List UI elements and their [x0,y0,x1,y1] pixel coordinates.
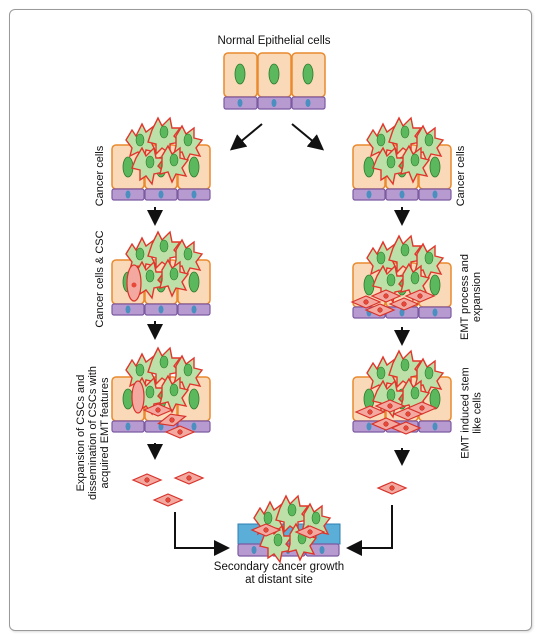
left-stage-2-cancer-cells-csc [111,231,211,316]
left-disseminated-cells [132,471,204,507]
secondary-cancer-growth [237,495,341,563]
left-stage-1-cancer-cells [111,117,211,201]
right-disseminated-cells [377,481,407,495]
left-stage-3-expansion-csc [111,347,211,439]
arrow-split-right [291,123,325,151]
right-stage-1-cancer-cells [352,117,452,201]
right-label-cancer-cells: Cancer cells [455,145,467,207]
normal-epithelial-title: Normal Epithelial cells [217,35,331,47]
left-label-cancer-cells: Cancer cells [94,145,106,207]
right-stage-2-emt-expansion [351,235,452,319]
right-label-emt-process: EMT process and expansion [459,254,483,341]
arrow-right-to-secondary [346,505,393,556]
left-label-cancer-cells-csc: Cancer cells & CSC [94,230,106,328]
right-stage-3-emt-stem-like [352,350,452,435]
right-label-emt-stem: EMT induced stem like cells [459,367,484,459]
left-label-expansion: Expansion of CSCs and dissemination of C… [75,366,111,500]
normal-epithelium [223,52,326,110]
secondary-growth-label: Secondary cancer growth at distant site [213,561,345,586]
arrow-left-to-secondary [174,512,230,556]
arrow-split-left [229,123,263,151]
